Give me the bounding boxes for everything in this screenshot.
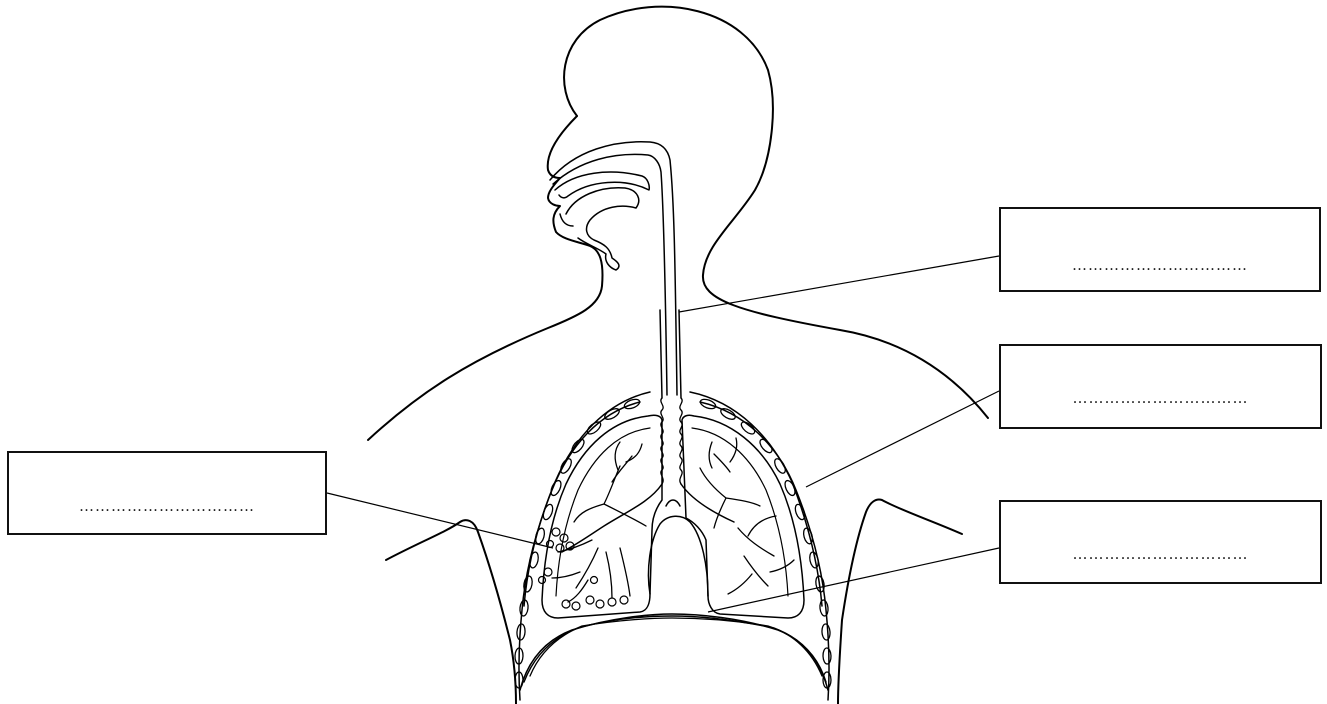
right-lung xyxy=(682,415,804,618)
nasal-passage xyxy=(555,172,649,198)
label-box-right-bottom[interactable]: …………………………… xyxy=(999,500,1322,584)
label-box-right-top[interactable]: …………………………… xyxy=(999,207,1321,292)
left-bronchioles xyxy=(552,442,646,602)
label-blank-right-middle: …………………………… xyxy=(1001,389,1320,407)
chin xyxy=(560,214,573,226)
trachea-cartilage-right xyxy=(680,398,682,484)
diaphragm-inner xyxy=(530,618,822,676)
left-lung xyxy=(542,415,662,618)
trachea-left-wall xyxy=(660,310,662,398)
label-blank-right-top: …………………………… xyxy=(1001,256,1319,274)
nasal-cavity-inner xyxy=(553,154,667,395)
right-shoulder xyxy=(838,500,962,704)
trachea-right-wall xyxy=(679,310,681,398)
diaphragm-outer xyxy=(520,614,828,690)
head-outline xyxy=(564,7,988,418)
oral-cavity xyxy=(566,188,639,270)
right-bronchus xyxy=(681,484,734,522)
label-box-left[interactable]: …………………………… xyxy=(7,451,327,535)
rib-cage-right xyxy=(690,392,829,700)
label-box-right-middle[interactable]: …………………………… xyxy=(999,344,1322,429)
leader-line-left xyxy=(327,493,553,548)
leader-line-right2 xyxy=(806,391,999,487)
right-bronchioles xyxy=(700,438,794,594)
leader-line-right1 xyxy=(679,256,999,312)
label-blank-left: …………………………… xyxy=(9,497,325,515)
left-shoulder xyxy=(386,520,516,704)
label-blank-right-bottom: …………………………… xyxy=(1001,545,1320,563)
carina xyxy=(666,500,680,506)
diaphragm-mid xyxy=(524,616,826,682)
